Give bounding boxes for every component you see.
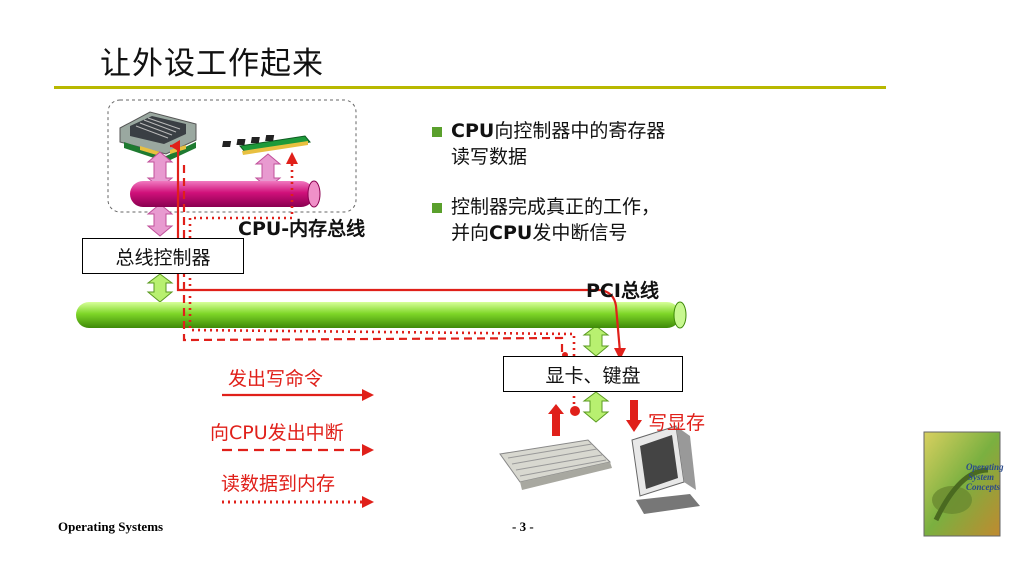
bullet-1-line-2: 读写数据	[451, 146, 528, 168]
cpu-memory-bus	[130, 180, 321, 208]
legend-write-command: 发出写命令	[228, 368, 324, 390]
title-underline	[54, 86, 886, 89]
book-cover-icon: Operating System Concepts	[923, 431, 1004, 537]
svg-text:System: System	[968, 472, 994, 482]
legend-read-to-memory: 读数据到内存	[221, 473, 336, 495]
legend-lines	[222, 389, 374, 508]
device-io-arrows	[548, 400, 642, 436]
legend-interrupt: 向CPU发出中断	[210, 422, 344, 444]
footer-page-number: - 3 -	[512, 519, 534, 534]
footer-course-name: Operating Systems	[58, 519, 164, 534]
signal-arrowheads	[170, 140, 626, 416]
bullet-2-line-1: 控制器完成真正的工作，	[451, 196, 661, 218]
pci-bus-label: PCI总线	[586, 280, 659, 302]
monitor-icon	[631, 425, 700, 514]
keyboard-icon	[499, 439, 612, 490]
bus-controller-label: 总线控制器	[115, 246, 211, 269]
bullet-2-line-2: 并向CPU发中断信号	[451, 222, 628, 244]
write-command-path	[170, 144, 622, 353]
pci-arrows	[146, 273, 610, 423]
cpu-memory-bus-label: CPU-内存总线	[238, 218, 366, 240]
cpu-bus-arrows	[146, 151, 282, 237]
bus-controller-box: 总线控制器	[82, 238, 244, 274]
bullet-2: 控制器完成真正的工作， 并向CPU发中断信号	[451, 194, 660, 246]
bullet-1: CPU向控制器中的寄存器 读写数据	[451, 118, 665, 170]
bullet-1-line-1: CPU向控制器中的寄存器	[451, 120, 666, 142]
pci-bus	[76, 301, 687, 329]
cpu-memory-frame	[107, 99, 357, 213]
slide-title: 让外设工作起来	[100, 46, 324, 82]
device-controller-box: 显卡、键盘	[503, 356, 683, 392]
memory-module-icon	[222, 135, 311, 155]
write-vram-label: 写显存	[648, 412, 706, 434]
bullet-marker-1	[432, 127, 442, 137]
svg-text:Operating: Operating	[966, 462, 1004, 472]
svg-text:Concepts: Concepts	[966, 482, 1000, 492]
bullet-marker-2	[432, 203, 442, 213]
device-controller-label: 显卡、键盘	[545, 364, 641, 387]
